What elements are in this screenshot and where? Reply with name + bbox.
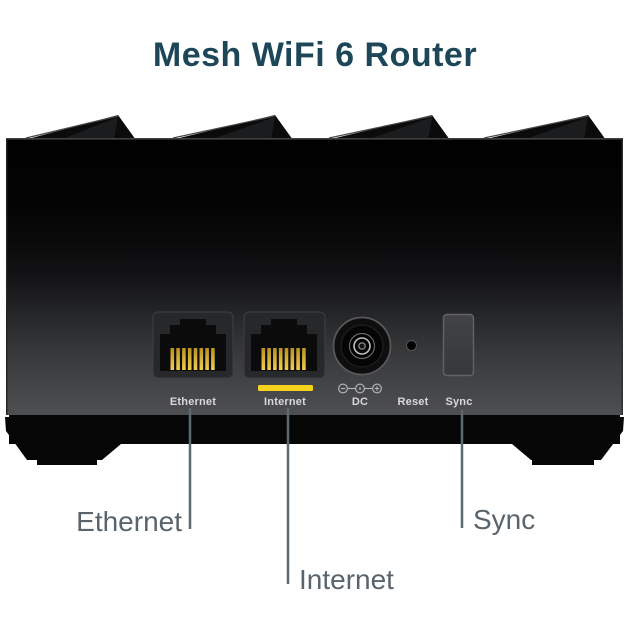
panel-label-sync: Sync — [445, 396, 472, 408]
rj45-pins — [261, 348, 306, 370]
back-panel: Ethernet Internet DC Reset Sync — [152, 311, 475, 408]
antenna-fins — [24, 115, 606, 140]
ethernet-callout-label: Ethernet — [76, 506, 182, 537]
sync-callout-label: Sync — [473, 504, 535, 535]
antenna-fin — [482, 115, 606, 140]
left-rim — [6, 140, 8, 415]
antenna-fin — [24, 115, 136, 140]
internet-accent-bar — [258, 385, 313, 391]
internet-callout-label: Internet — [299, 564, 394, 595]
antenna-fin — [171, 115, 293, 140]
dc-polarity-icon — [338, 383, 383, 394]
ethernet-port — [152, 311, 234, 379]
right-foot-pad — [532, 458, 594, 465]
panel-label-ethernet: Ethernet — [170, 396, 216, 408]
rj45-pins — [170, 348, 215, 370]
page-title: Mesh WiFi 6 Router — [152, 36, 478, 74]
antenna-fin — [327, 115, 450, 140]
panel-label-internet: Internet — [264, 396, 306, 408]
left-foot — [5, 417, 121, 460]
top-rim-highlight — [6, 138, 623, 140]
right-rim — [621, 140, 623, 415]
dc-power-jack — [332, 316, 392, 376]
right-foot — [512, 417, 624, 460]
left-foot-pad — [37, 458, 97, 465]
sync-button — [442, 313, 475, 377]
panel-label-dc: DC — [352, 396, 368, 408]
base-and-feet — [5, 415, 624, 465]
panel-label-reset: Reset — [398, 396, 429, 408]
reset-pinhole — [406, 340, 417, 351]
callouts: Ethernet Internet Sync — [76, 408, 535, 595]
internet-port — [243, 311, 326, 379]
